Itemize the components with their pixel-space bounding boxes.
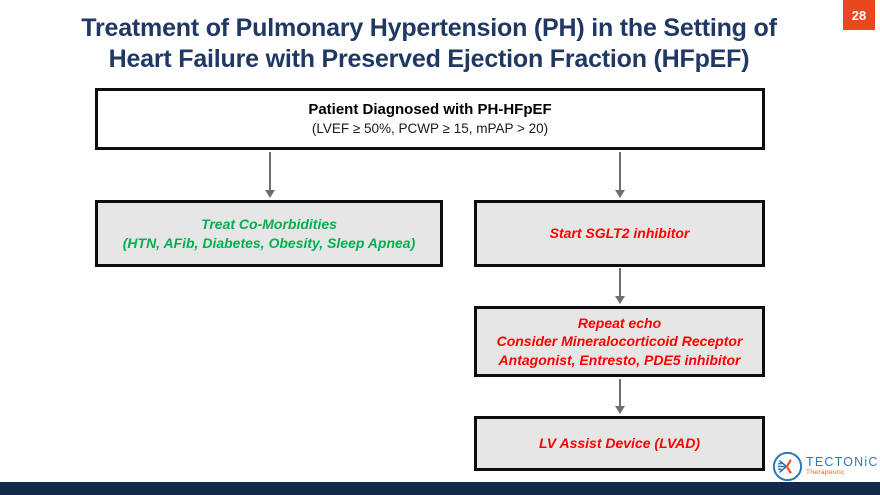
repeat-echo-line1: Repeat echo xyxy=(577,315,662,332)
comorbidities-line1: Treat Co-Morbidities xyxy=(201,216,337,233)
comorbidities-line2: (HTN, AFib, Diabetes, Obesity, Sleep Apn… xyxy=(122,234,416,251)
comorbidities-box: Treat Co-Morbidities (HTN, AFib, Diabete… xyxy=(95,200,443,267)
arrow-echo-to-lvad xyxy=(615,379,625,414)
arrow-stem xyxy=(619,379,621,406)
diagnosis-criteria: (LVEF ≥ 50%, PCWP ≥ 15, mPAP > 20) xyxy=(311,121,549,137)
footer-bar xyxy=(0,482,880,495)
tectonic-logo: TECTONiC Therapeutic xyxy=(772,451,879,482)
tectonic-logo-text: TECTONiC Therapeutic xyxy=(806,456,879,478)
diagnosis-box: Patient Diagnosed with PH-HFpEF (LVEF ≥ … xyxy=(95,88,765,150)
lvad-box: LV Assist Device (LVAD) xyxy=(474,416,765,471)
repeat-echo-box: Repeat echo Consider Mineralocorticoid R… xyxy=(474,306,765,377)
tectonic-logo-brand: TECTONiC xyxy=(806,454,879,469)
arrow-stem xyxy=(619,152,621,190)
tectonic-logo-icon xyxy=(772,451,803,482)
lvad-label: LV Assist Device (LVAD) xyxy=(538,435,701,452)
arrow-root-to-comorbidities xyxy=(265,152,275,198)
arrow-stem xyxy=(269,152,271,190)
sglt2-label: Start SGLT2 inhibitor xyxy=(549,225,690,242)
tectonic-logo-subtitle: Therapeutic xyxy=(806,469,845,477)
repeat-echo-line3: Antagonist, Entresto, PDE5 inhibitor xyxy=(498,351,741,368)
arrow-head-icon xyxy=(265,190,275,198)
arrow-stem xyxy=(619,268,621,296)
slide-title-line2: Heart Failure with Preserved Ejection Fr… xyxy=(108,45,750,73)
arrow-head-icon xyxy=(615,296,625,304)
repeat-echo-line2: Consider Mineralocorticoid Receptor xyxy=(496,333,743,350)
diagnosis-heading: Patient Diagnosed with PH-HFpEF xyxy=(308,100,552,118)
arrow-sglt2-to-echo xyxy=(615,268,625,304)
arrow-root-to-sglt2 xyxy=(615,152,625,198)
slide-title-line1: Treatment of Pulmonary Hypertension (PH)… xyxy=(81,14,777,42)
page-number-badge: 28 xyxy=(843,0,875,30)
slide-title: Treatment of Pulmonary Hypertension (PH)… xyxy=(0,13,858,75)
sglt2-box: Start SGLT2 inhibitor xyxy=(474,200,765,267)
arrow-head-icon xyxy=(615,190,625,198)
arrow-head-icon xyxy=(615,406,625,414)
